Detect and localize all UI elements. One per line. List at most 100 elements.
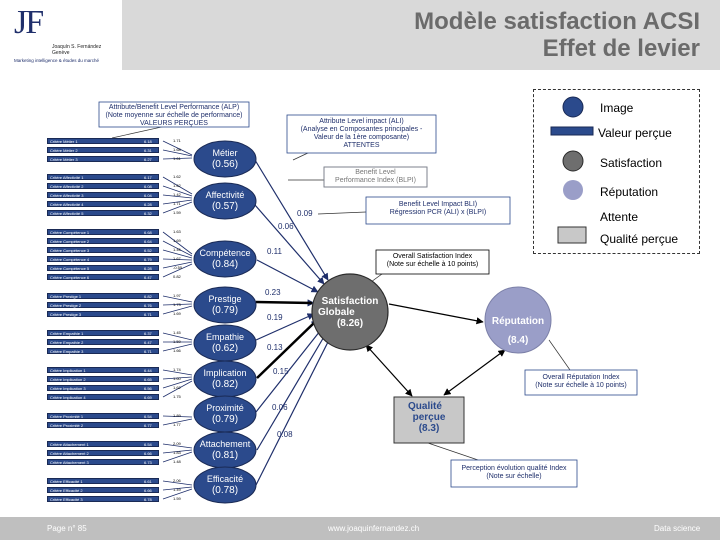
page-title: Modèle satisfaction ACSI Effet de levier bbox=[414, 8, 700, 62]
criterion-label: Critère Compétence 3 bbox=[50, 248, 90, 253]
node-implication: Implication (0.82) bbox=[203, 368, 247, 390]
footer-section: Data science bbox=[654, 524, 701, 533]
legend-reputation-icon bbox=[563, 180, 583, 200]
criterion-performance: 6.28 bbox=[144, 202, 152, 207]
criterion-label: Critère Compétence 2 bbox=[50, 239, 90, 244]
node-proximite: Proximité (0.79) bbox=[206, 403, 244, 425]
criterion-impact: 1.66 bbox=[173, 348, 181, 353]
criterion-performance: 6.08 bbox=[144, 184, 152, 189]
criterion-performance: 6.78 bbox=[144, 497, 152, 502]
criterion-impact: 1.73 bbox=[173, 302, 181, 307]
criterion-impact: 1.77 bbox=[173, 422, 181, 427]
coef-implication: 0.13 bbox=[267, 343, 283, 352]
criterion-performance: 6.47 bbox=[144, 340, 152, 345]
criterion-bar: Critère Affectivité 4 6.28 bbox=[47, 201, 159, 207]
criterion-label: Critère Implication 1 bbox=[50, 368, 86, 373]
criterion-performance: 6.73 bbox=[144, 460, 152, 465]
criterion-impact: 1.59 bbox=[173, 339, 181, 344]
criterion-impact: 1.67 bbox=[173, 256, 181, 261]
criterion-impact: 0.82 bbox=[173, 274, 181, 279]
criterion-label: Critère Efficacité 3 bbox=[50, 497, 83, 502]
criterion-label: Critère Attachement 3 bbox=[50, 460, 89, 465]
legend-qualite-icon bbox=[557, 226, 587, 244]
criterion-label: Critère Affectivité 3 bbox=[50, 193, 84, 198]
criterion-impact: 2.06 bbox=[173, 478, 181, 483]
criterion-label: Critère Proximité 1 bbox=[50, 414, 84, 419]
criterion-performance: 6.66 bbox=[144, 451, 152, 456]
ori-annotation: Overall Réputation Index (Note sur échel… bbox=[535, 374, 627, 389]
criterion-impact: 1.59 bbox=[173, 496, 181, 501]
criterion-performance: 6.77 bbox=[144, 423, 152, 428]
node-competence: Compétence (0.84) bbox=[199, 248, 251, 270]
bli-annotation: Benefit Level Impact BLI) Régression PCR… bbox=[389, 201, 487, 216]
legend-image-icon bbox=[562, 96, 584, 118]
coef-attachement: 0.06 bbox=[272, 403, 288, 412]
qualite-node bbox=[393, 396, 465, 444]
footer-url[interactable]: www.joaquinfernandez.ch bbox=[328, 524, 420, 533]
criterion-impact: 1.74 bbox=[173, 367, 181, 372]
node-qualite: Qualité perçue (8.3) bbox=[408, 401, 446, 434]
node-efficacite: Efficacité (0.78) bbox=[206, 474, 244, 496]
criteria-connectors bbox=[162, 140, 193, 500]
criterion-label: Critère Implication 4 bbox=[50, 395, 86, 400]
criterion-performance: 6.31 bbox=[144, 148, 152, 153]
criterion-impact: 1.69 bbox=[173, 238, 181, 243]
criterion-label: Critère Métier 3 bbox=[50, 157, 78, 162]
criterion-impact: 1.89 bbox=[173, 413, 181, 418]
criterion-bar: Critère Efficacité 3 6.78 bbox=[47, 496, 159, 502]
criterion-impact: 1.71 bbox=[173, 138, 181, 143]
criterion-performance: 6.71 bbox=[144, 349, 152, 354]
criterion-label: Critère Affectivité 4 bbox=[50, 202, 84, 207]
criterion-impact: -0.55 bbox=[173, 265, 183, 270]
criterion-bar: Critère Affectivité 3 6.04 bbox=[47, 192, 159, 198]
criterion-label: Critère Affectivité 1 bbox=[50, 175, 84, 180]
criterion-performance: 6.47 bbox=[144, 275, 152, 280]
node-satisfaction: Satisfaction Globale (8.26) bbox=[318, 296, 379, 329]
criterion-performance: 6.65 bbox=[144, 377, 152, 382]
legend-attente-label: Attente bbox=[600, 210, 639, 224]
criterion-performance: 6.76 bbox=[144, 303, 152, 308]
criterion-performance: 6.61 bbox=[144, 479, 152, 484]
satisfaction-node bbox=[311, 273, 389, 351]
node-metier: Métier (0.56) bbox=[211, 148, 239, 170]
criterion-performance: 6.69 bbox=[144, 395, 152, 400]
criterion-performance: 6.54 bbox=[144, 442, 152, 447]
criterion-performance: 6.28 bbox=[144, 266, 152, 271]
criterion-impact: 1.69 bbox=[173, 311, 181, 316]
criterion-bar: Critère Attachement 3 6.73 bbox=[47, 459, 159, 465]
pqi-annotation: Perception évolution qualité Index (Note… bbox=[461, 465, 567, 480]
coef-prestige: 0.23 bbox=[265, 288, 281, 297]
criterion-impact: 1.97 bbox=[173, 293, 181, 298]
criterion-label: Critère Affectivité 5 bbox=[50, 211, 84, 216]
prestige-strong-arrow bbox=[255, 300, 313, 305]
node-affectivite: Affectivité (0.57) bbox=[205, 190, 245, 212]
criterion-performance: 6.64 bbox=[144, 239, 152, 244]
legend-satisfaction-label: Satisfaction bbox=[600, 156, 663, 170]
criterion-label: Critère Compétence 1 bbox=[50, 230, 90, 235]
coef-proximite: 0.15 bbox=[273, 367, 289, 376]
criterion-performance: 6.17 bbox=[144, 175, 152, 180]
criterion-performance: 6.04 bbox=[144, 193, 152, 198]
legend-reputation-label: Réputation bbox=[600, 185, 659, 199]
criterion-label: Critère Prestige 2 bbox=[50, 303, 82, 308]
legend-satisfaction-icon bbox=[562, 150, 584, 172]
criterion-impact: 1.63 bbox=[173, 229, 181, 234]
annotation-boxes bbox=[98, 101, 638, 488]
criterion-label: Critère Affectivité 2 bbox=[50, 184, 84, 189]
criterion-bar: Critère Affectivité 1 6.17 bbox=[47, 174, 159, 180]
legend-valeur-label: Valeur perçue bbox=[598, 126, 672, 140]
node-empathie: Empathie (0.62) bbox=[205, 332, 245, 354]
legend: Image Valeur perçue Satisfaction Réputat… bbox=[533, 89, 700, 254]
relation-arrows bbox=[365, 303, 506, 397]
blpi-annotation: Benefit Level Performance Index (BLPI) bbox=[335, 169, 416, 184]
